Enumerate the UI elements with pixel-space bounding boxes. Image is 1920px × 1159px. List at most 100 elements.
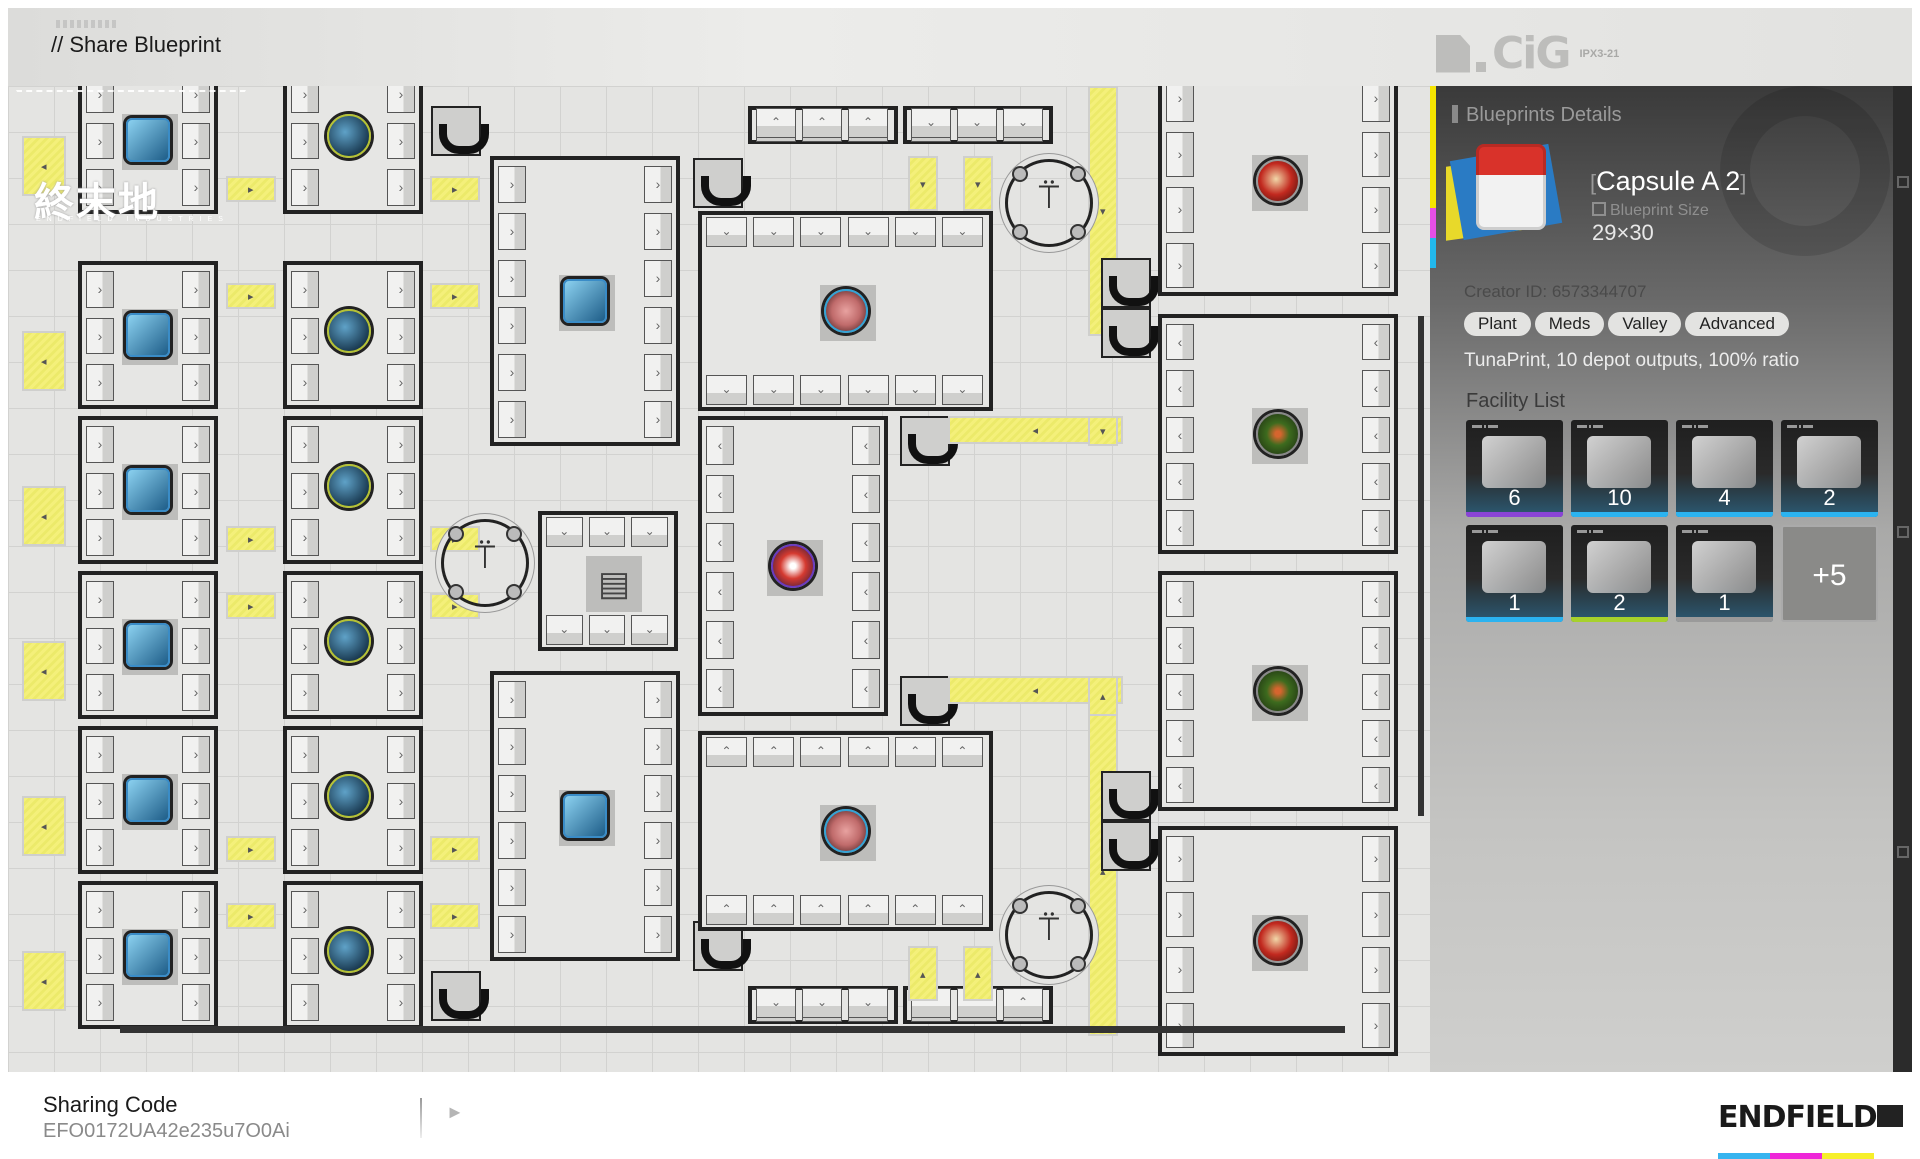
- tower-leg: [448, 584, 464, 600]
- belt-bridge-icon[interactable]: [431, 971, 489, 1021]
- facility[interactable]: ››››››: [78, 261, 218, 409]
- facility[interactable]: ››››››: [283, 726, 423, 874]
- facility[interactable]: ››››››: [283, 86, 423, 214]
- facility[interactable]: ››››››: [283, 571, 423, 719]
- facility[interactable]: ‹‹‹‹‹‹‹‹‹‹‹‹: [698, 416, 888, 716]
- facility[interactable]: ‹‹‹‹‹‹‹‹‹‹: [1158, 571, 1398, 811]
- conveyor-belt[interactable]: ▸: [226, 903, 276, 929]
- conveyor-belt[interactable]: ◂: [22, 951, 66, 1011]
- facility-card[interactable]: 6: [1466, 420, 1563, 517]
- port-slot: ›: [86, 984, 114, 1021]
- port-slot: ›: [291, 122, 319, 160]
- relay-tower[interactable]: ⍡: [1005, 159, 1093, 247]
- facility[interactable]: ››››››: [78, 881, 218, 1029]
- edit-icon: [1897, 526, 1909, 538]
- facility[interactable]: ⌄⌄⌄⌄⌄⌄⌄⌄⌄⌄⌄⌄: [698, 211, 993, 411]
- port-slot: ‹: [1362, 463, 1390, 500]
- conveyor-belt[interactable]: ▸: [430, 176, 480, 202]
- relay-tower[interactable]: ⍡: [1005, 891, 1093, 979]
- belt-bridge-icon[interactable]: [1101, 771, 1159, 821]
- belt-bridge-icon[interactable]: [1101, 258, 1159, 308]
- facility[interactable]: ››››››: [78, 571, 218, 719]
- conveyor-belt[interactable]: ▸: [226, 176, 276, 202]
- facility[interactable]: ››››››››››››: [490, 156, 680, 446]
- conveyor-belt[interactable]: ▸: [226, 593, 276, 619]
- belt-bridge-icon[interactable]: [693, 158, 751, 208]
- rarity-bar: [1676, 617, 1773, 622]
- port-slot: ›: [498, 869, 526, 906]
- port-slot: ›: [86, 169, 114, 206]
- conveyor-belt[interactable]: ▸: [226, 836, 276, 862]
- conveyor-belt[interactable]: ▴: [908, 946, 938, 1001]
- facility-card[interactable]: 2: [1781, 420, 1878, 517]
- conveyor-belt[interactable]: ▴: [1088, 676, 1118, 716]
- facility-card[interactable]: 2: [1571, 525, 1668, 622]
- conveyor-belt[interactable]: ◂: [22, 486, 66, 546]
- facility-card[interactable]: 1: [1676, 525, 1773, 622]
- conveyor-belt[interactable]: ◂: [22, 641, 66, 701]
- more-facilities-button[interactable]: +5: [1781, 525, 1878, 622]
- conveyor-belt[interactable]: ◂: [22, 331, 66, 391]
- facility[interactable]: ››››››: [78, 726, 218, 874]
- facility[interactable]: ››››››››: [1158, 826, 1398, 1056]
- port-slot: ›: [387, 472, 415, 510]
- conveyor-belt[interactable]: ▾: [908, 156, 938, 211]
- port-slot: ›: [291, 581, 319, 618]
- vertical-scrollbar[interactable]: [1418, 316, 1424, 816]
- conveyor-belt[interactable]: ▸: [226, 526, 276, 552]
- facility[interactable]: ⌄⌄⌄⌄⌄⌄: [903, 106, 1053, 144]
- facility[interactable]: ⌄⌄⌄⌄⌄⌄: [748, 986, 898, 1024]
- horizontal-scrollbar[interactable]: [120, 1026, 1345, 1033]
- facility[interactable]: ››››››››: [1158, 86, 1398, 296]
- facility[interactable]: ››››››: [78, 416, 218, 564]
- port-slot: ›: [86, 736, 114, 773]
- product-icon: [327, 774, 371, 818]
- belt-arrow-icon: ▸: [248, 911, 254, 923]
- tag-meds: Meds: [1534, 312, 1605, 336]
- port-slot: ›: [387, 86, 415, 113]
- belt-bridge-icon[interactable]: [1101, 308, 1159, 358]
- port-slot: ›: [644, 401, 672, 438]
- port-slot: ›: [182, 891, 210, 928]
- blueprint-size-value: 29×30: [1592, 220, 1654, 245]
- relay-tower[interactable]: ⍡: [441, 519, 529, 607]
- facility-card[interactable]: 4: [1676, 420, 1773, 517]
- facility[interactable]: ‹‹‹‹‹‹‹‹‹‹: [1158, 314, 1398, 554]
- belt-arrow-icon: ▸: [248, 844, 254, 856]
- port-slot: ⌃: [941, 895, 983, 925]
- facility-card[interactable]: 1: [1466, 525, 1563, 622]
- facility[interactable]: ⌃⌃⌃⌃⌃⌃: [748, 106, 898, 144]
- port-slot: ⌃: [756, 108, 796, 138]
- play-arrow-icon[interactable]: ►: [446, 1102, 464, 1122]
- belt-bridge-icon[interactable]: [900, 416, 958, 466]
- conveyor-belt[interactable]: ◂: [22, 796, 66, 856]
- conveyor-belt[interactable]: ▸: [430, 903, 480, 929]
- port-slot: ›: [86, 317, 114, 355]
- card-dots: [1472, 530, 1498, 533]
- port-slot: ›: [291, 736, 319, 773]
- blueprint-map[interactable]: ››››››››››››◂▸▸››››››››››››◂▸▸››››››››››…: [8, 86, 1433, 1072]
- belt-bridge-icon[interactable]: [431, 106, 489, 156]
- conveyor-belt[interactable]: ▴: [1088, 706, 1118, 1036]
- belt-bridge-icon[interactable]: [900, 676, 958, 726]
- belt-arrow-icon: ▸: [452, 184, 458, 196]
- more-count: +5: [1812, 559, 1847, 592]
- facility-card[interactable]: 10: [1571, 420, 1668, 517]
- port-slot: ⌃: [894, 737, 936, 767]
- sharing-code-value[interactable]: EFO0172UA42e235u7O0Ai: [43, 1120, 290, 1142]
- conveyor-belt[interactable]: ▴: [963, 946, 993, 1001]
- belt-arrow-icon: ◂: [1032, 425, 1039, 437]
- facility[interactable]: ⌃⌃⌃⌃⌃⌃⌃⌃⌃⌃⌃⌃: [698, 731, 993, 931]
- facility[interactable]: ››››››››››››: [490, 671, 680, 961]
- conveyor-belt[interactable]: ▸: [226, 283, 276, 309]
- conveyor-belt[interactable]: ▸: [430, 836, 480, 862]
- facility[interactable]: ››››››: [283, 261, 423, 409]
- conveyor-belt[interactable]: ▾: [963, 156, 993, 211]
- conveyor-belt[interactable]: ◂: [22, 136, 66, 196]
- conveyor-belt[interactable]: ▾: [1088, 416, 1118, 446]
- conveyor-belt[interactable]: ▸: [430, 283, 480, 309]
- port-slot: ›: [1362, 131, 1390, 177]
- belt-bridge-icon[interactable]: [1101, 821, 1159, 871]
- blueprint-thumbnail: [1446, 143, 1564, 241]
